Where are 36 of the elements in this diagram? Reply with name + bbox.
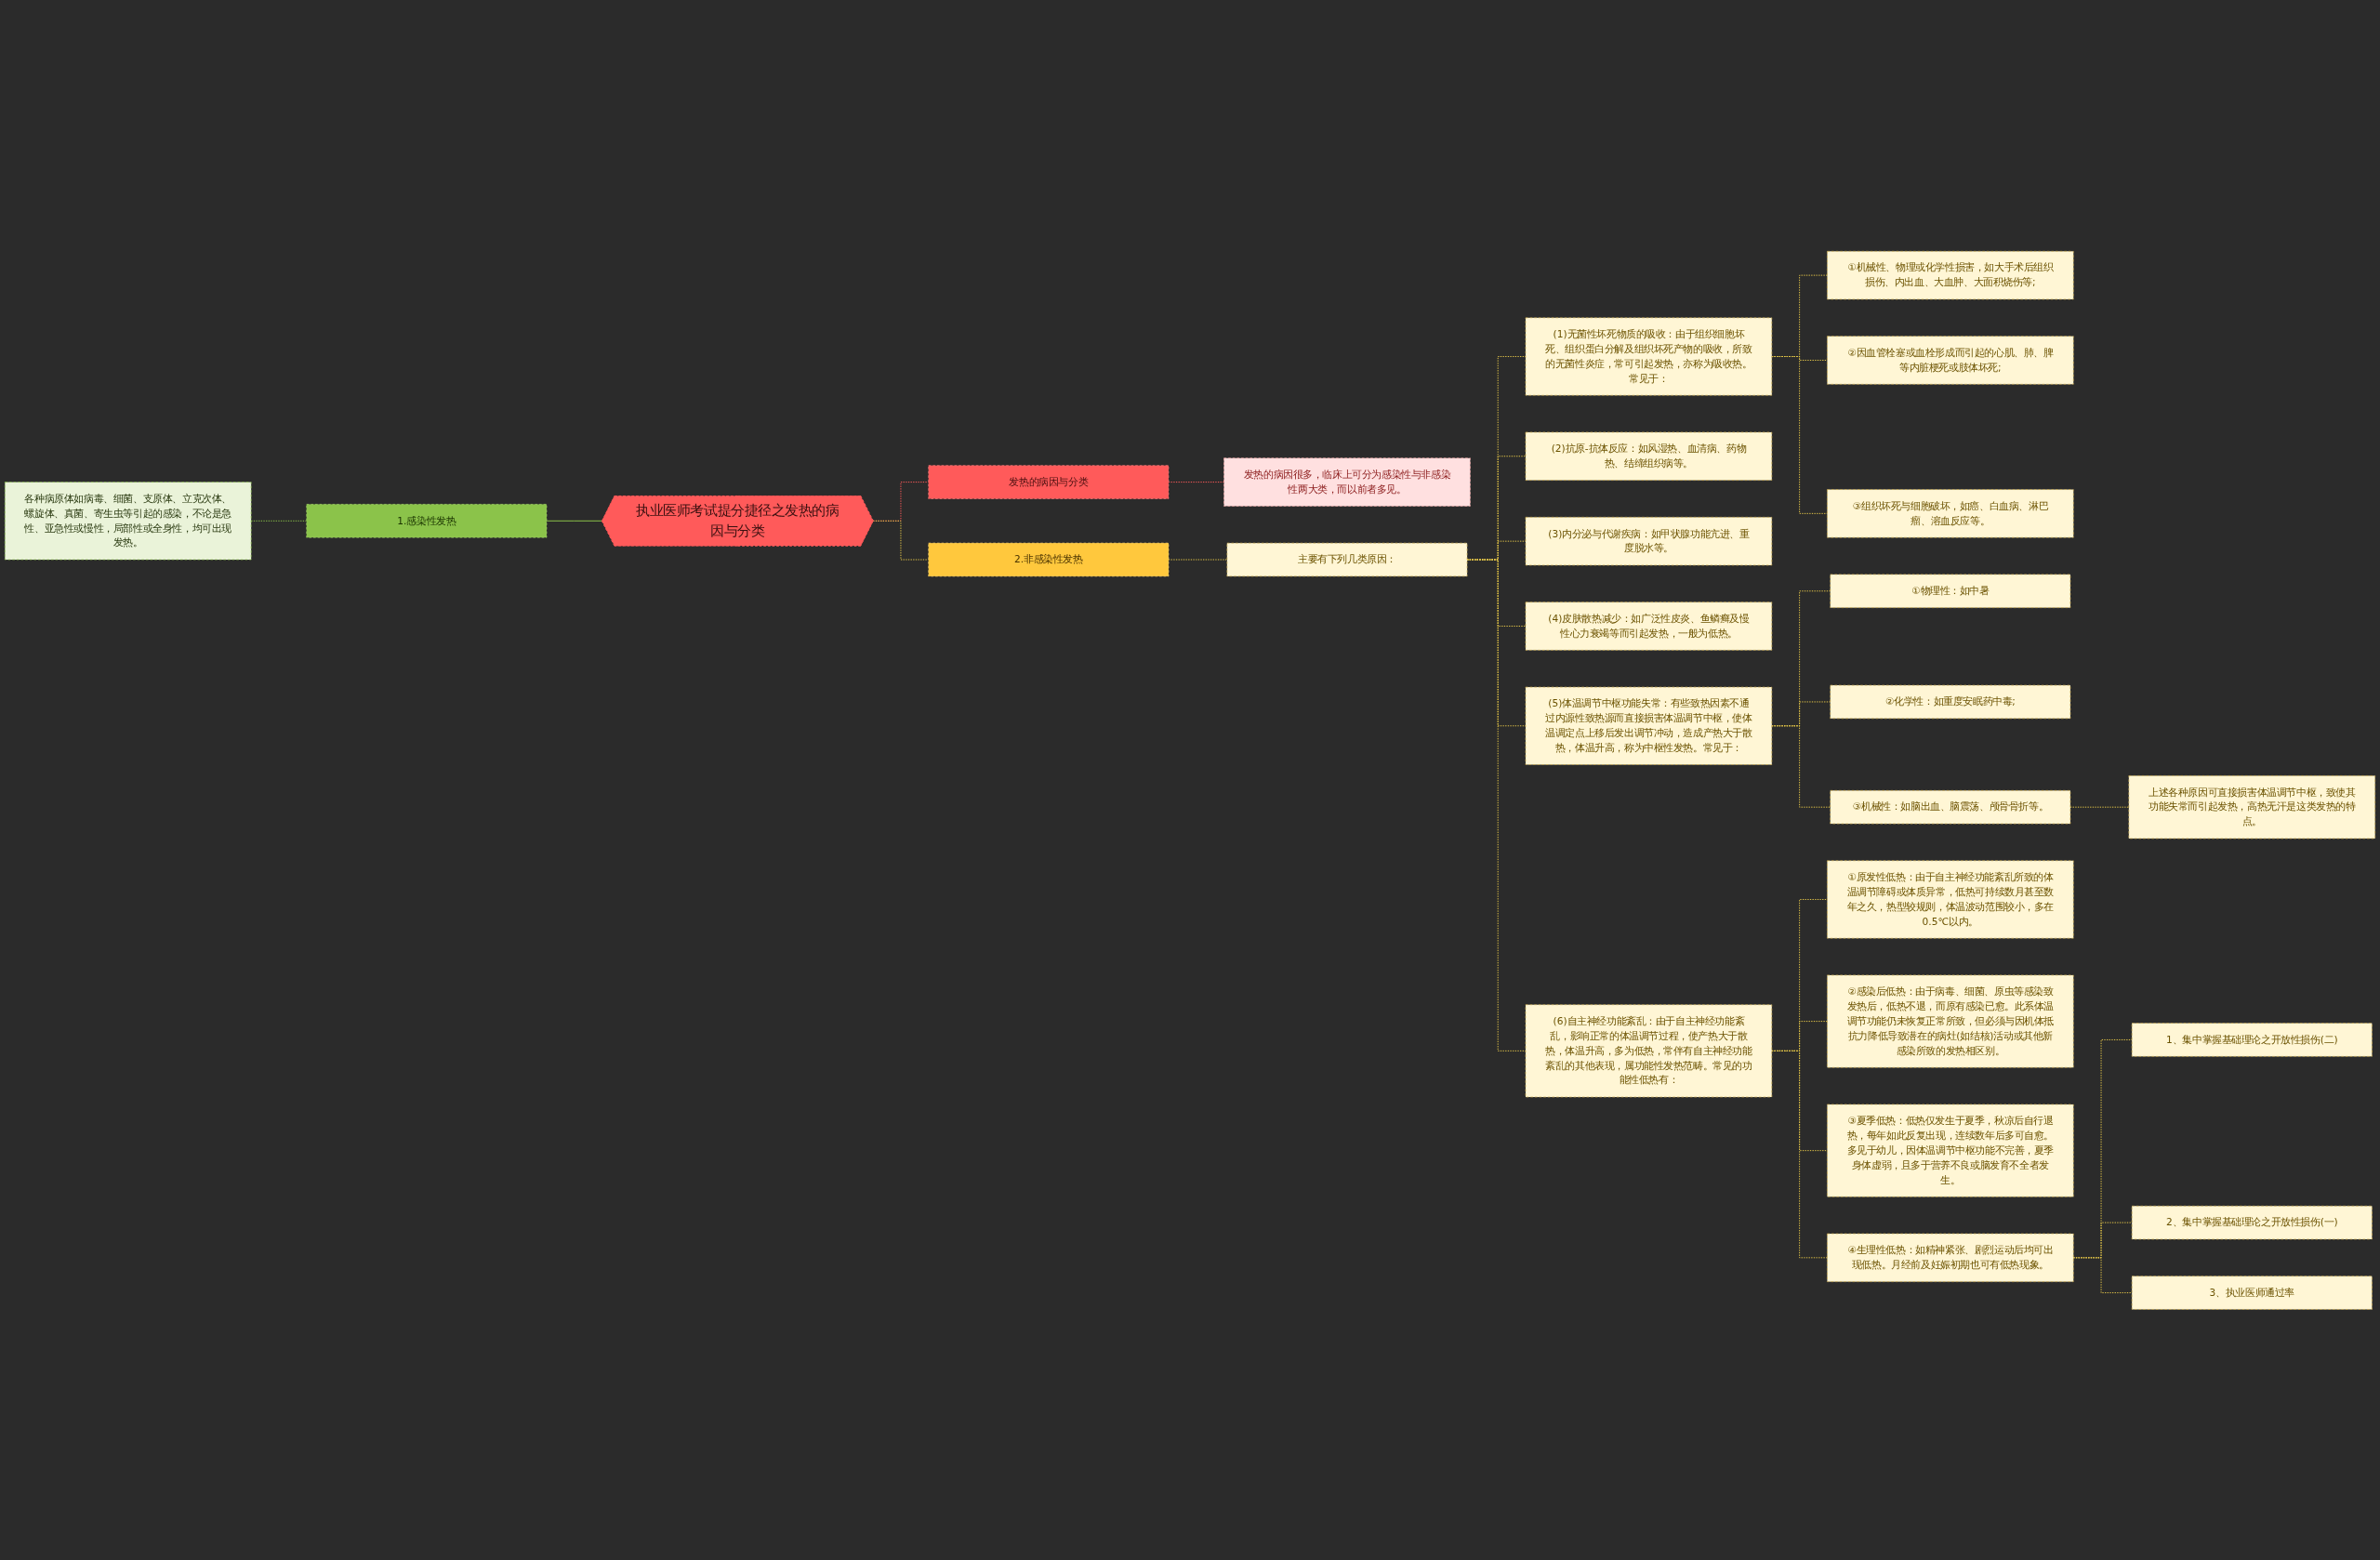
node-box: 3、执业医师通过率 [2131,1276,2373,1310]
node-box: (1)无菌性坏死物质的吸收：由于组织细胞坏死、组织蛋白分解及组织坏死产物的吸收，所致的无菌性炎症，常可引起发热，亦称为吸收热。常见于： [1525,317,1773,396]
connector [1168,559,1228,561]
node-box: ②感染后低热：由于病毒、细菌、原虫等感染致发热后，低热不退，而原有感染已愈。此系体温调节功能仍未恢复正常所致，但必须与因机体抵抗力降低导致潜在的病灶(如结核)活动或其他新感染所致的发热相区别。 [1827,974,2074,1068]
node-box: (2)抗原-抗体反应：如风湿热、血清病、药物热、结缔组织病等。 [1525,431,1773,481]
node-box: ②化学性：如重度安眠药中毒; [1830,684,2071,719]
node-box: 2、集中掌握基础理论之开放性损伤(一) [2131,1205,2373,1239]
connector [2072,1256,2133,1293]
node-box: 各种病原体如病毒、细菌、支原体、立克次体、螺旋体、真菌、寄生虫等引起的感染，不论是急性、亚急性或慢性，局部性或全身性，均可出现发热。 [4,481,252,560]
node-box: ②因血管栓塞或血栓形成而引起的心肌、肺、脾等内脏梗死或肢体坏死; [1827,335,2074,385]
connector [2069,806,2130,808]
node-box: ③夏季低热：低热仅发生于夏季，秋凉后自行退热，每年如此反复出现，连续数年后多可自愈。多见于幼儿，因体温调节中枢功能不完善，夏季身体虚弱，且多于营养不良或脑发育不全者发生。 [1827,1104,2074,1197]
node-box: ③机械性：如脑出血、脑震荡、颅骨骨折等。 [1830,789,2071,824]
connector [1771,1050,1828,1258]
node-box: (3)内分泌与代谢疾病：如甲状腺功能亢进、重度脱水等。 [1525,516,1773,565]
node-box: 2.非感染性发热 [928,542,1170,576]
connector [872,520,930,561]
node-box: ①原发性低热：由于自主神经功能紊乱所致的体温调节障碍或体质异常，低热可持续数月甚至数年之久，热型较规则，体温波动范围较小，多在0.5℃以内。 [1827,860,2074,939]
node-box: (4)皮肤散热减少：如广泛性皮炎、鱼鳞癣及慢性心力衰竭等而引起发热，一般为低热。 [1525,602,1773,651]
connector [1771,724,1831,808]
node-box: 上述各种原因可直接损害体温调节中枢，致使其功能失常而引起发热，高热无汗是这类发热的特点。 [2128,774,2375,839]
node-box: 发热的病因与分类 [928,465,1170,499]
node-box: ①机械性、物理或化学性损害，如大手术后组织损伤、内出血、大血肿、大面积烧伤等; [1827,250,2074,299]
node-box: 1.感染性发热 [306,503,548,538]
node-box: ④生理性低热：如精神紧张、剧烈运动后均可出现低热。月经前及妊娠初期也可有低热现象。 [1827,1233,2074,1282]
connector [546,520,603,522]
node-box: 1、集中掌握基础理论之开放性损伤(二) [2131,1022,2373,1057]
node-box: 主要有下列几类原因： [1226,542,1468,576]
connector [250,520,308,522]
node-box: ③组织坏死与细胞破坏，如癌、白血病、淋巴瘤、溶血反应等。 [1827,488,2074,538]
node-box: (5)体温调节中枢功能失常：有些致热因素不通过内源性致热源而直接损害体温调节中枢，使体温调定点上移后发出调节冲动，造成产热大于散热，体温升高，称为中枢性发热。常见于： [1525,686,1773,765]
node-box: (6)自主神经功能紊乱：由于自主神经功能紊乱，影响正常的体温调节过程，使产热大于散热，体温升高，多为低热，常伴有自主神经功能紊乱的其他表现，属功能性发热范畴。常见的功能性低热有： [1525,1004,1773,1097]
connector [1771,355,1828,514]
node-box: 发热的病因很多，临床上可分为感染性与非感染性两大类，而以前者多见。 [1223,457,1471,507]
connector [1466,559,1527,1051]
node-box: ①物理性：如中暑 [1830,574,2071,608]
